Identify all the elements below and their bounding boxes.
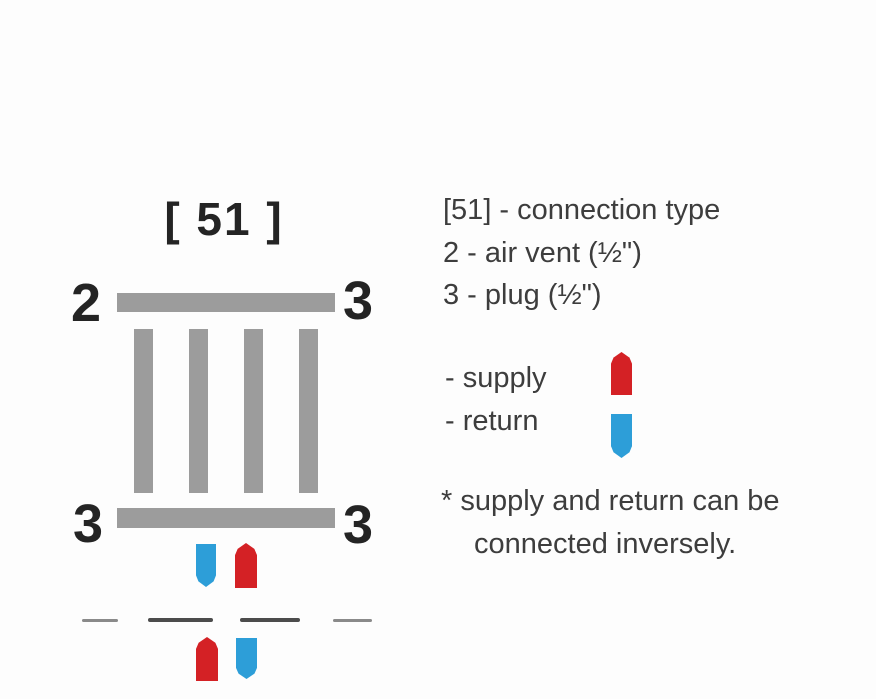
supply-arrow-icon [611, 352, 632, 395]
footnote-line-2: connected inversely. [474, 528, 737, 560]
return-arrow-icon [611, 414, 632, 458]
radiator-top-manifold [117, 293, 335, 312]
legend-return-label: - return [445, 405, 539, 437]
bottom-left-port-label: 3 [72, 494, 104, 554]
legend-plug: 3 - plug (½") [443, 279, 602, 311]
legend-supply-label: - supply [445, 362, 547, 394]
bottom-right-port-label: 3 [342, 495, 374, 555]
dashed-floor-line-segment [148, 618, 213, 622]
dashed-floor-line-segment [333, 619, 372, 622]
radiator-bottom-manifold [117, 508, 335, 528]
radiator-column [299, 329, 318, 493]
radiator-column [189, 329, 208, 493]
radiator-column [134, 329, 153, 493]
legend-connection-type: [51] - connection type [443, 194, 721, 226]
return-arrow-icon [236, 638, 257, 679]
top-left-port-label: 2 [70, 273, 102, 333]
footnote-line-1: * supply and return can be [441, 485, 780, 517]
legend-air-vent: 2 - air vent (½") [443, 237, 642, 269]
dashed-floor-line-segment [82, 619, 118, 622]
return-arrow-icon [196, 544, 216, 587]
radiator-column [244, 329, 263, 493]
supply-arrow-icon [196, 637, 218, 681]
supply-arrow-icon [235, 543, 257, 588]
dashed-floor-line-segment [240, 618, 300, 622]
connection-type-title: [ 51 ] [164, 193, 284, 245]
top-right-port-label: 3 [342, 271, 374, 331]
